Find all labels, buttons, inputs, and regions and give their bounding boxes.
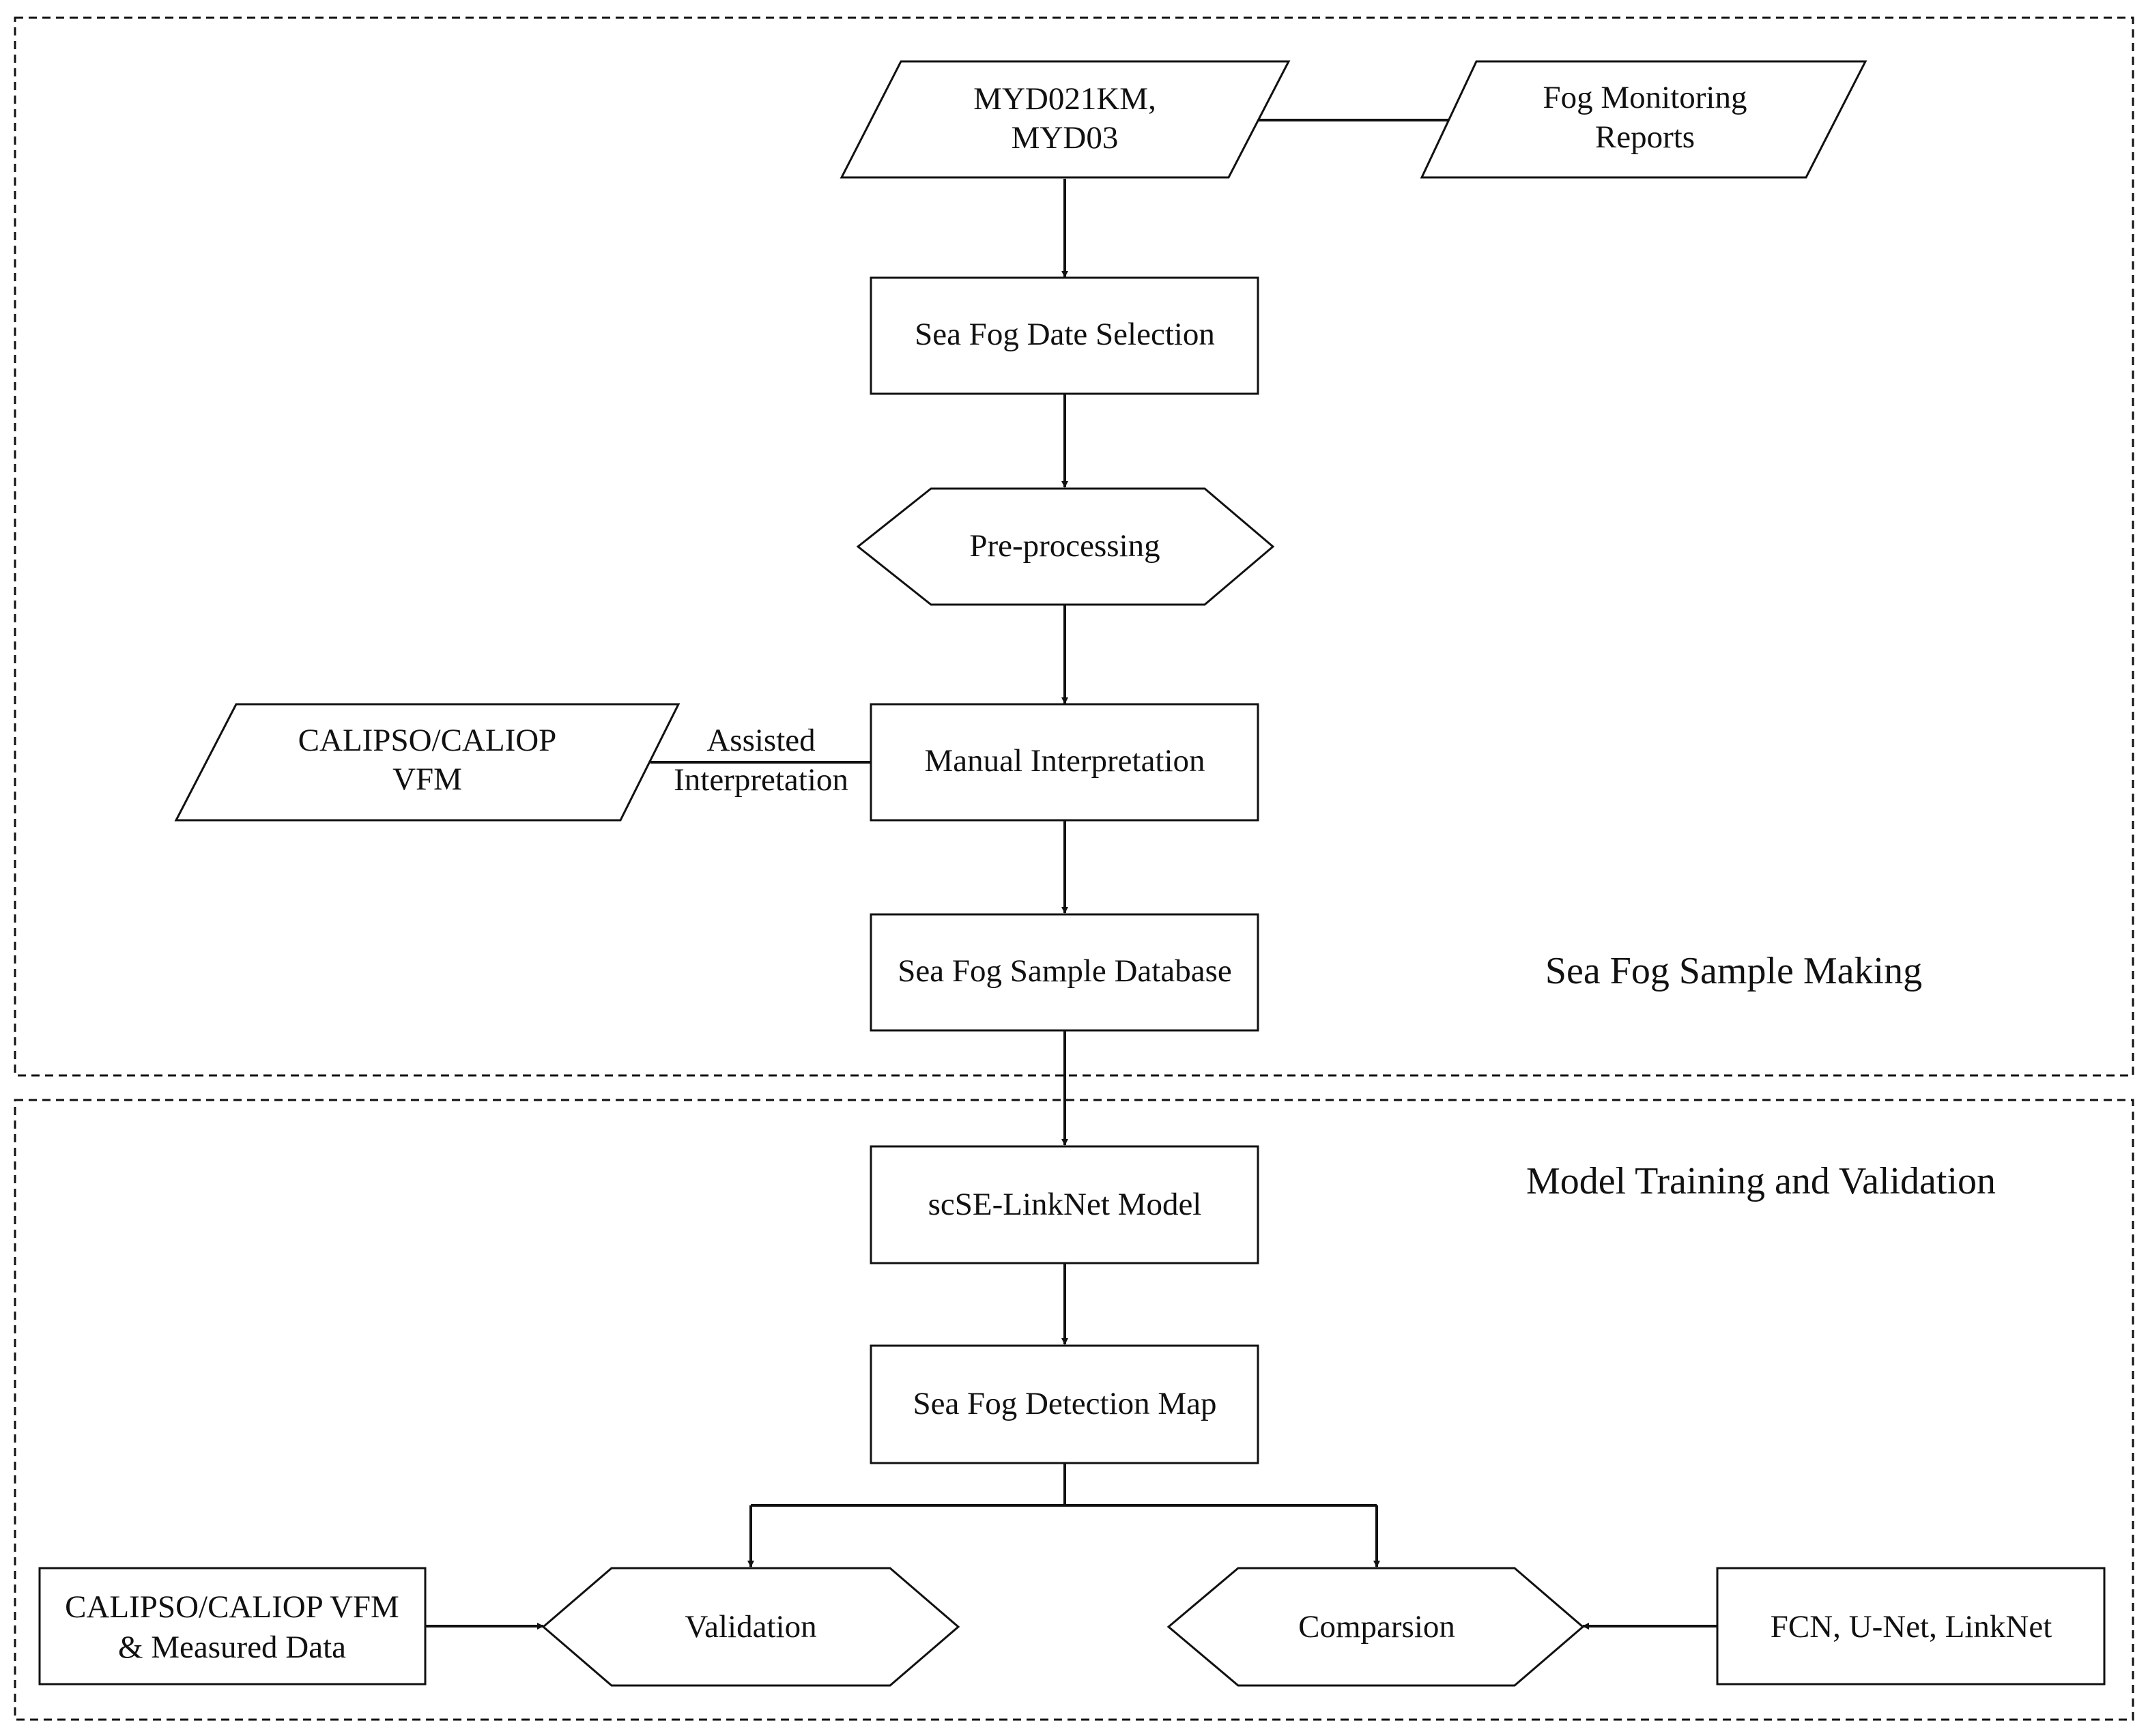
assisted-label-line1: Assisted (706, 723, 815, 758)
model-node (870, 1145, 1259, 1264)
validation-label: Validation (685, 1609, 816, 1645)
preprocessing-node (856, 487, 1275, 606)
manual-interpretation-label: Manual Interpretation (924, 743, 1205, 779)
myd-input-node (840, 60, 1291, 179)
myd-input-label-line1: MYD021KM, (973, 81, 1156, 117)
training-validation-frame (14, 1099, 2134, 1721)
detection-map-node (870, 1344, 1259, 1464)
sample-making-title: Sea Fog Sample Making (1545, 950, 1922, 992)
comparison-node (1166, 1567, 1585, 1687)
calipso-vfm-label-line2: VFM (392, 762, 462, 797)
validation-node (541, 1567, 960, 1687)
manual-interpretation-node (870, 703, 1259, 822)
assisted-label-line2: Interpretation (674, 762, 848, 798)
fog-reports-node (1420, 60, 1867, 179)
calipso-vfm-node (174, 703, 681, 822)
sample-making-frame (14, 16, 2134, 1077)
calipso-measured-node (38, 1567, 427, 1686)
calipso-measured-label-line2: & Measured Data (118, 1630, 346, 1665)
fog-reports-label-line2: Reports (1595, 119, 1695, 155)
myd-input-label-line2: MYD03 (1012, 120, 1119, 156)
comparison-label: Comparsion (1298, 1609, 1455, 1645)
fog-reports-label-line1: Fog Monitoring (1543, 80, 1747, 115)
preprocessing-label: Pre-processing (969, 528, 1160, 564)
calipso-measured-label-line1: CALIPSO/CALIOP VFM (65, 1589, 399, 1625)
calipso-vfm-label-line1: CALIPSO/CALIOP (298, 723, 557, 758)
baselines-node (1716, 1567, 2106, 1686)
training-validation-title: Model Training and Validation (1526, 1160, 1996, 1202)
model-label: scSE-LinkNet Model (928, 1187, 1202, 1222)
baselines-label: FCN, U-Net, LinkNet (1771, 1609, 2052, 1645)
detection-map-label: Sea Fog Detection Map (913, 1386, 1216, 1421)
sample-database-node (870, 913, 1259, 1032)
sample-database-label: Sea Fog Sample Database (898, 953, 1231, 989)
date-selection-node (870, 276, 1259, 395)
date-selection-label: Sea Fog Date Selection (915, 317, 1215, 352)
